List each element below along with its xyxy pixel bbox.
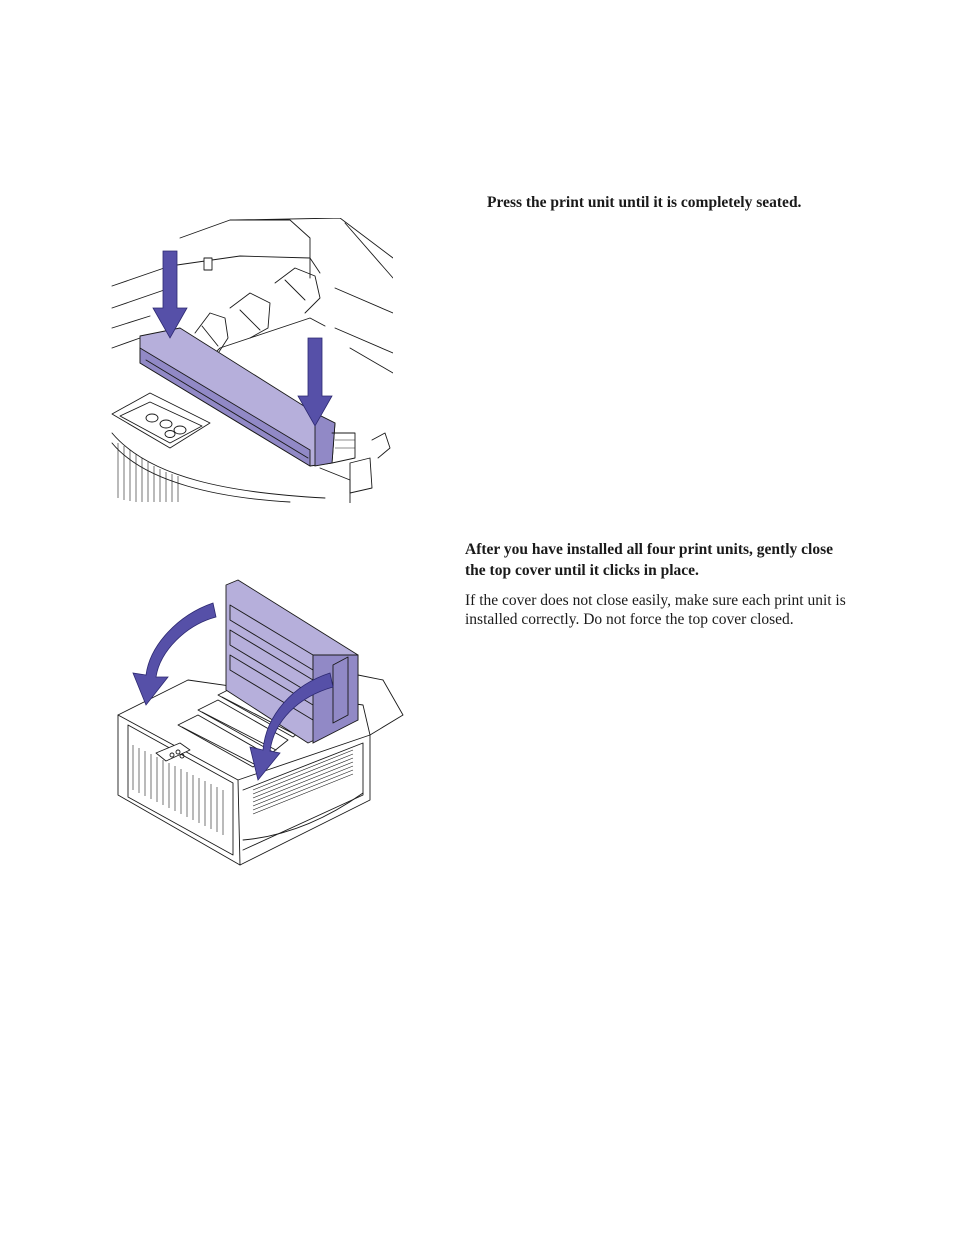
printer-front — [111, 392, 391, 503]
close-top-cover-illustration — [117, 579, 404, 866]
press-down-arrow-right — [297, 337, 333, 427]
press-down-arrow-left — [152, 250, 188, 339]
step-note-cover-does-not-close: If the cover does not close easily, make… — [465, 592, 846, 628]
cartridge-slots — [194, 257, 326, 369]
print-unit — [139, 327, 356, 467]
press-print-unit-illustration — [111, 218, 393, 503]
step-instruction-press-print-unit: Press the print unit until it is complet… — [487, 194, 802, 211]
printer-interior-frame — [111, 218, 393, 374]
close-cover-arrow-right — [249, 672, 334, 781]
step-instruction-close-top-cover: After you have installed all four print … — [465, 541, 833, 579]
close-cover-arrow-left — [132, 602, 217, 706]
